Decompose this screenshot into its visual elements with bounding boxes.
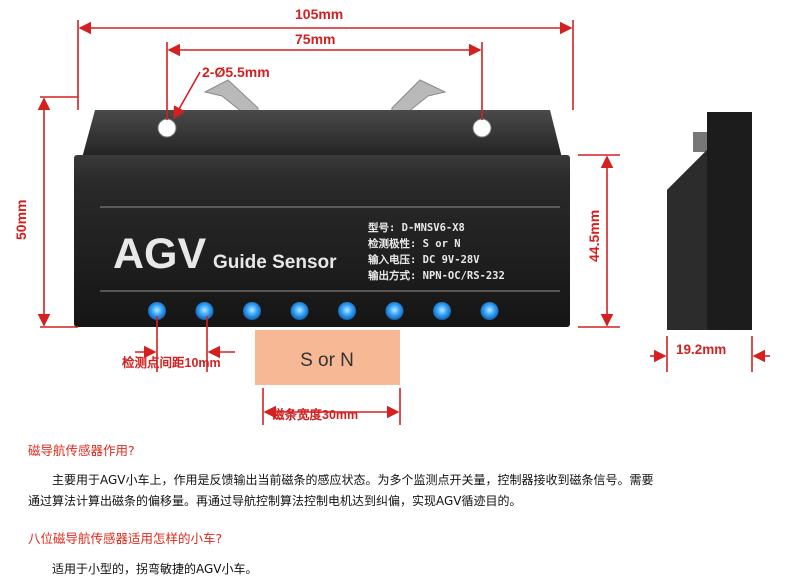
dim-point-spacing: 检测点间距10mm [122,352,221,371]
purpose-line-1: 主要用于AGV小车上，作用是反馈输出当前磁条的感应状态。为多个监测点开关量，控制… [52,473,654,487]
dim-point-spacing-label: 检测点间距 [122,356,185,370]
brand-text: AGV [113,230,207,278]
spec-model: 型号: D-MNSV6-X8 [368,221,465,234]
detection-led [148,302,166,320]
detection-led [195,302,214,320]
section-title-purpose: 磁导航传感器作用? [28,443,135,458]
dim-strip-width: 磁条宽度30mm [272,404,358,423]
detection-led [433,302,451,320]
dim-strip-width-label: 磁条宽度 [272,408,323,422]
purpose-line-2: 通过算法计算出磁条的偏移量。再通过导航控制算法控制电机达到纠偏，实现AGV循迹目… [28,494,522,508]
detection-led [480,302,499,320]
detection-led [385,302,404,320]
magnetic-strip: S or N [255,330,400,385]
sensor-housing: AGV Guide Sensor 型号: D-MNSV6-X8 检测极性: S … [74,155,570,327]
spec-output: 输出方式: NPN-OC/RS-232 [368,269,505,282]
spec-lines: 型号: D-MNSV6-X8 检测极性: S or N 输入电压: DC 9V-… [368,221,505,282]
dim-strip-width-value: 30mm [322,408,359,422]
dim-hole-spacing: 75mm [295,31,336,47]
led-row [148,302,499,320]
sensor-top-flange [82,110,562,158]
mount-hole-left [157,118,177,138]
detection-led [290,302,309,320]
detection-led [243,302,261,320]
sensor-drawing: AGV Guide Sensor 型号: D-MNSV6-X8 检测极性: S … [37,20,770,425]
dim-height-total: 50mm [13,199,29,240]
dim-overall-width: 105mm [295,6,344,22]
spec-voltage: 输入电压: DC 9V-28V [368,253,480,266]
spec-polarity: 检测极性: S or N [368,237,461,250]
strip-label: S or N [300,350,354,371]
suitable-line-1: 适用于小型的，拐弯敏捷的AGV小车。 [52,562,258,576]
section-body-suitable: 适用于小型的，拐弯敏捷的AGV小车。 [28,559,773,580]
dim-depth: 19.2mm [676,342,727,357]
product-name-text: Guide Sensor [213,252,337,273]
side-view [667,112,752,330]
dim-point-spacing-value: 10mm [184,356,221,370]
product-diagram: AGV Guide Sensor 型号: D-MNSV6-X8 检测极性: S … [13,6,770,425]
detection-led [338,302,356,320]
dim-height-body: 44.5mm [586,209,602,262]
dim-hole-diameter: 2-Ø5.5mm [202,64,270,80]
mount-hole-right [472,118,492,138]
section-title-suitable: 八位磁导航传感器适用怎样的小车? [28,531,223,546]
section-body-purpose: 主要用于AGV小车上，作用是反馈输出当前磁条的感应状态。为多个监测点开关量，控制… [28,470,773,512]
